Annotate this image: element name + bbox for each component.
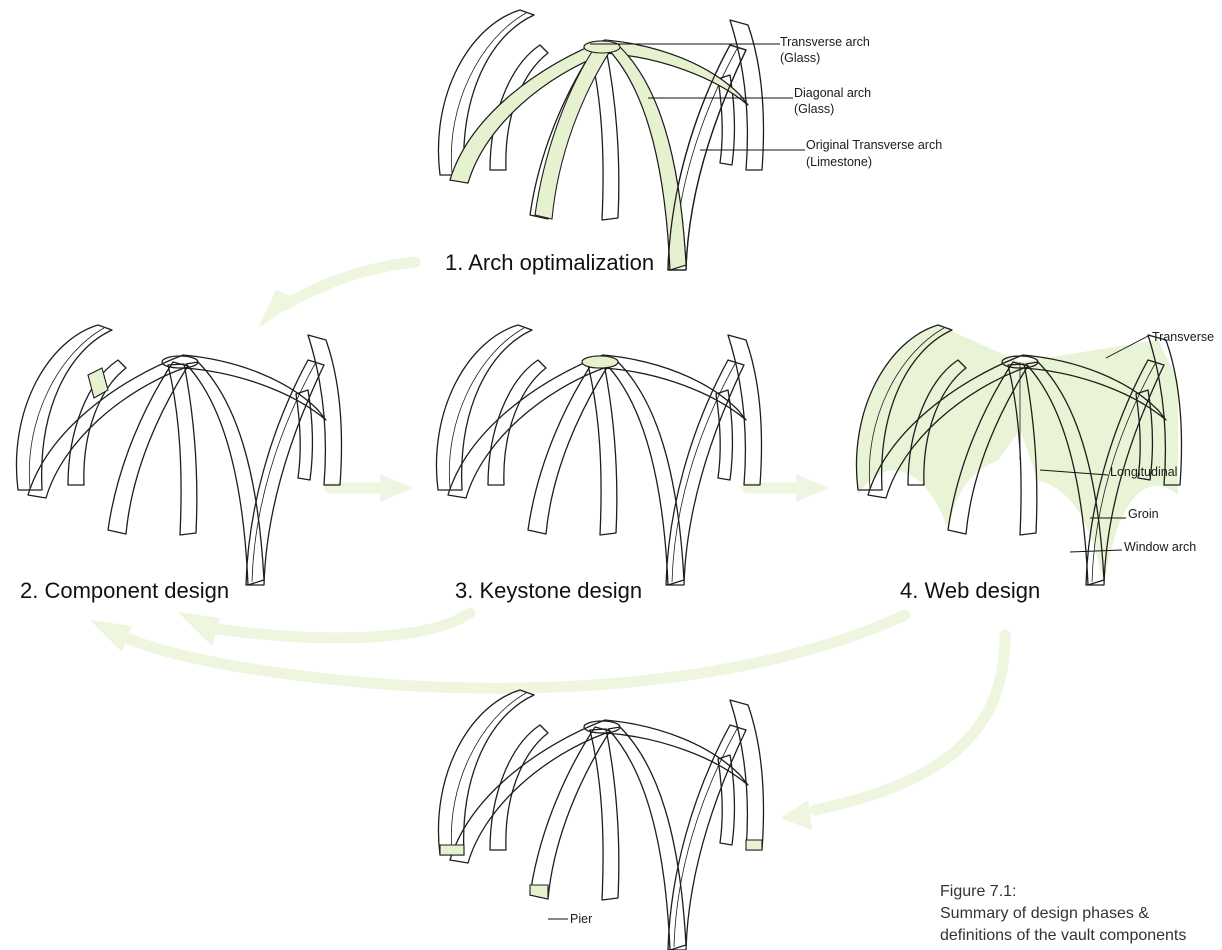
stage-title-web-design: 4. Web design bbox=[900, 578, 1040, 603]
flow-arrowhead-4-to-5 bbox=[780, 800, 812, 830]
flow-arrowhead-4-to-2 bbox=[90, 620, 132, 652]
keystone-highlight bbox=[582, 356, 618, 368]
label-transverse-web: Transverse bbox=[1152, 330, 1214, 344]
flow-arrow-4-to-2 bbox=[120, 615, 905, 688]
glass-diagonal-arch-right bbox=[608, 47, 686, 270]
label-diagonal-arch: Diagonal arch bbox=[794, 86, 871, 100]
component-highlight bbox=[88, 368, 108, 398]
figure-caption: Figure 7.1: Summary of design phases & d… bbox=[940, 883, 1186, 944]
caption-figure-number: Figure 7.1: bbox=[940, 883, 1016, 900]
stage-title-keystone-design: 3. Keystone design bbox=[455, 578, 642, 603]
flow-arrowhead-3-to-2 bbox=[178, 612, 220, 646]
vault-component-design bbox=[16, 325, 341, 585]
vault-pier-design bbox=[438, 690, 763, 950]
flow-arrows bbox=[90, 262, 1005, 830]
label-original-transverse-arch-material: (Limestone) bbox=[806, 155, 872, 169]
caption-line-2: Summary of design phases & bbox=[940, 905, 1149, 922]
label-groin: Groin bbox=[1128, 507, 1159, 521]
label-window-arch: Window arch bbox=[1124, 540, 1196, 554]
label-transverse-arch-material: (Glass) bbox=[780, 51, 820, 65]
caption-line-3: definitions of the vault components bbox=[940, 927, 1186, 944]
vault-arch-optimalization bbox=[438, 10, 763, 270]
flow-arrowhead-3-to-4 bbox=[796, 474, 828, 502]
pier-highlight-right bbox=[746, 840, 762, 850]
label-transverse-arch: Transverse arch bbox=[780, 35, 870, 49]
labels-pier: Pier bbox=[548, 912, 592, 926]
vault-keystone-design bbox=[436, 325, 761, 585]
pier-highlight-center bbox=[530, 885, 548, 899]
flow-arrow-4-to-5 bbox=[815, 635, 1005, 810]
stage-title-component-design: 2. Component design bbox=[20, 578, 229, 603]
label-original-transverse-arch: Original Transverse arch bbox=[806, 138, 942, 152]
label-longitudinal: Longitudinal bbox=[1110, 465, 1177, 479]
flow-arrow-3-to-2 bbox=[210, 613, 470, 638]
label-diagonal-arch-material: (Glass) bbox=[794, 102, 834, 116]
pier-highlight-left bbox=[440, 845, 464, 855]
stage-title-arch-optimalization: 1. Arch optimalization bbox=[445, 250, 654, 275]
flow-arrow-1-to-2 bbox=[285, 262, 415, 305]
label-pier: Pier bbox=[570, 912, 592, 926]
flow-arrowhead-2-to-3 bbox=[380, 474, 412, 502]
